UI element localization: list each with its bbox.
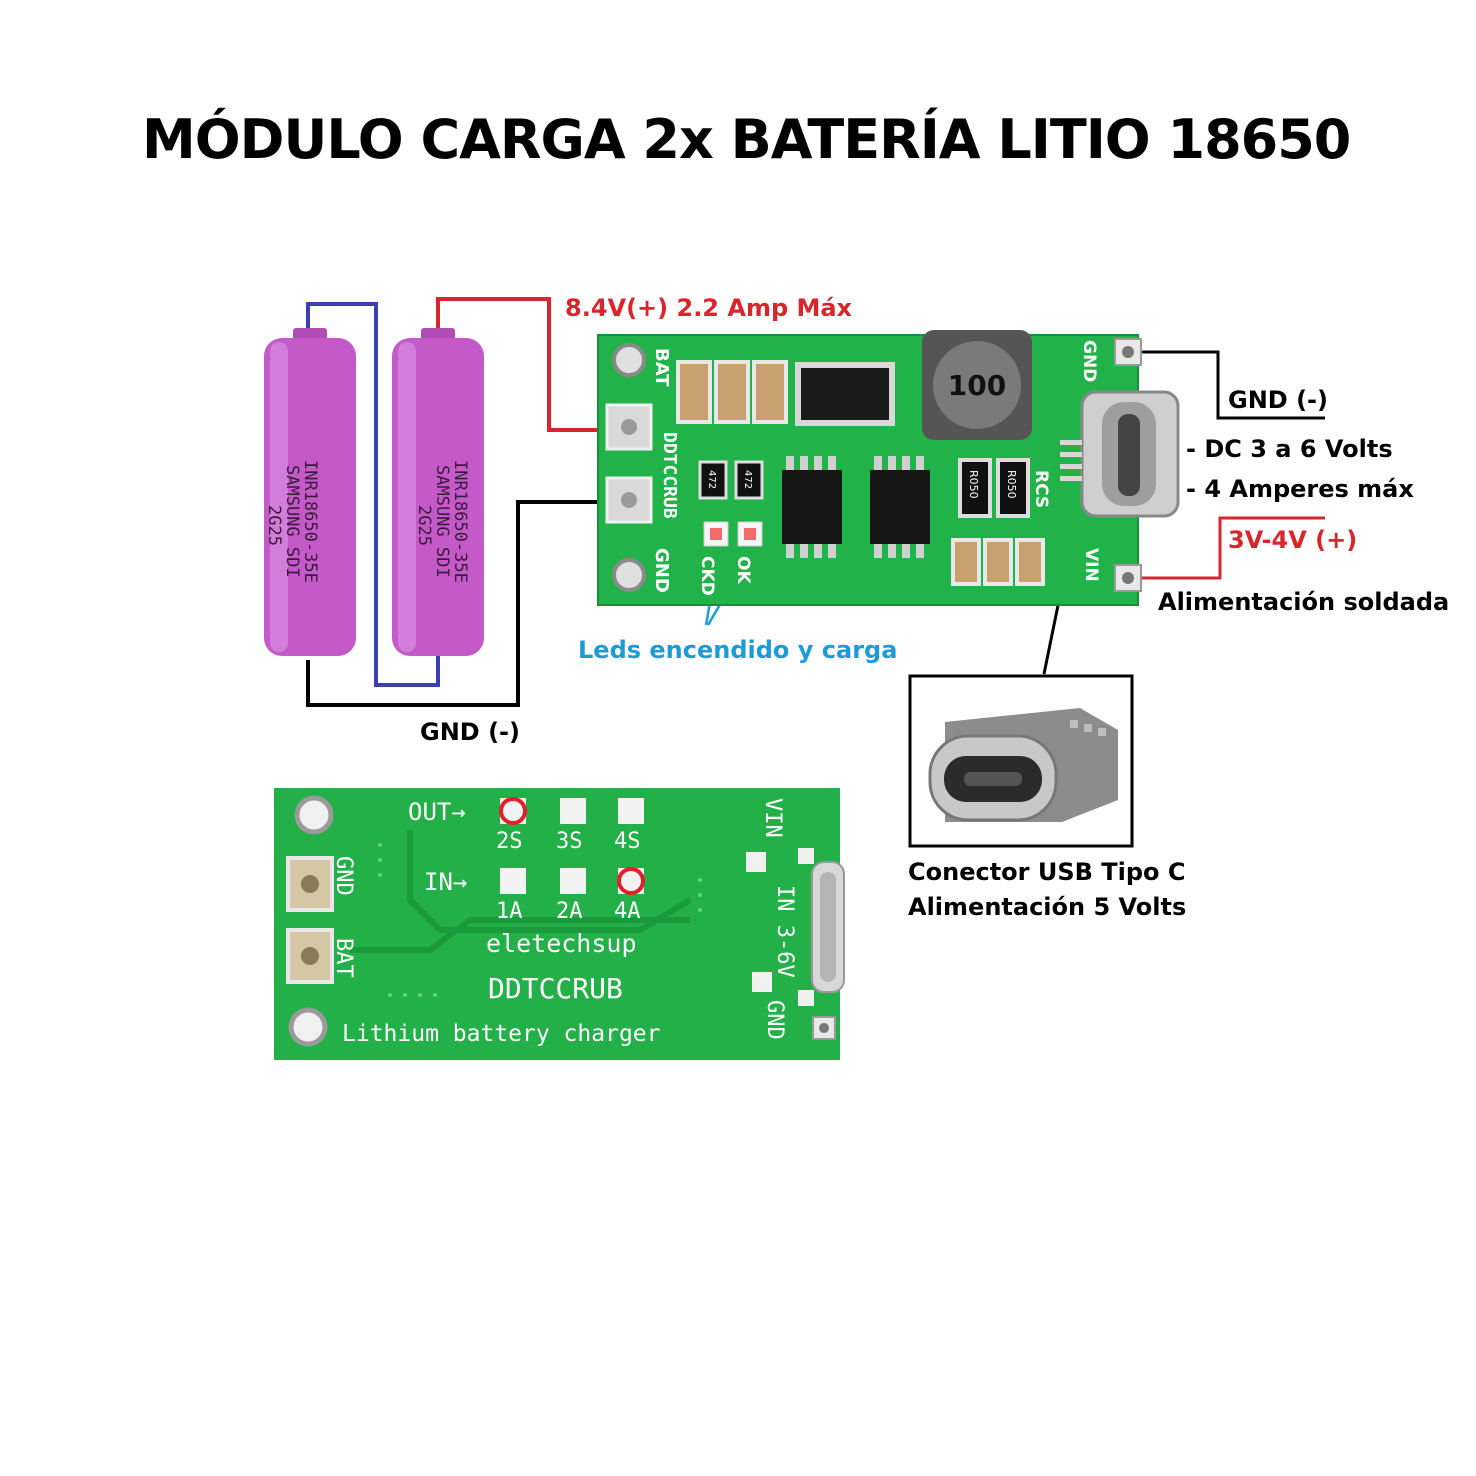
usb-line1-label: Conector USB Tipo C (908, 858, 1186, 886)
mount-hole (288, 1007, 328, 1047)
output-label: 8.4V(+) 2.2 Amp Máx (565, 294, 853, 322)
jumper-1a (500, 868, 526, 894)
label-4s: 4S (614, 829, 641, 854)
label-2s: 2S (496, 829, 523, 854)
positive-wire (436, 297, 630, 432)
battery-1-code: 2G25 (264, 505, 284, 546)
sense-resistor-2-label: R050 (1005, 470, 1018, 499)
desc-label: Lithium battery charger (342, 1021, 661, 1047)
battery-2-brand: SAMSUNG SDI (432, 465, 452, 578)
top-vin-label: VIN (1081, 548, 1101, 582)
jumper-3s (560, 798, 586, 824)
usb-c-callout (908, 674, 1134, 848)
top-bat-label: BAT (651, 348, 672, 387)
jumper-4s (618, 798, 644, 824)
bottom-vin-label: VIN (760, 798, 785, 838)
led-2-label: OK (733, 556, 753, 584)
out-label: OUT→ (408, 798, 466, 826)
inductor-label: 100 (948, 369, 1006, 402)
label-1a: 1A (496, 899, 523, 924)
bottom-gnd-right-label: GND (762, 1000, 787, 1040)
resistor-1-label: 472 (706, 470, 717, 489)
soldered-label: Alimentación soldada (1158, 588, 1450, 616)
battery-gnd-wire (306, 500, 630, 707)
mount-hole (612, 343, 646, 377)
battery-1: INR18650-35E SAMSUNG SDI 2G25 (264, 328, 356, 656)
bottom-model-label: DDTCCRUB (488, 972, 623, 1005)
bottom-board: GND BAT OUT→ 2S 3S 4S IN→ 1A 2A 4A elete… (274, 788, 845, 1060)
top-board: BAT GND DDTCCRUB 100 472 472 CKD OK (597, 330, 1180, 606)
mount-hole (294, 795, 334, 835)
gnd-right-label: GND (-) (1228, 386, 1328, 414)
amps-label: - 4 Amperes máx (1186, 475, 1414, 503)
led-1-label: CKD (697, 556, 717, 596)
top-gnd-right-label: GND (1079, 340, 1099, 382)
label-3s: 3S (556, 829, 583, 854)
usb-line2-label: Alimentación 5 Volts (908, 893, 1187, 921)
jumper-2a (560, 868, 586, 894)
bottom-gnd-label: GND (331, 856, 356, 896)
top-gnd-label: GND (651, 548, 672, 593)
top-model-label: DDTCCRUB (659, 432, 680, 519)
gnd-bottom-label: GND (-) (420, 718, 520, 746)
vin-range-label: 3V-4V (+) (1228, 526, 1358, 554)
label-2a: 2A (556, 899, 583, 924)
in-label: IN→ (424, 868, 467, 896)
brand-label: eletechsup (486, 929, 637, 958)
label-4a: 4A (614, 899, 641, 924)
mount-hole (612, 558, 646, 592)
leds-label: Leds encendido y carga (578, 636, 898, 664)
series-wire (306, 302, 440, 687)
sense-resistor-1-label: R050 (967, 470, 980, 499)
in-range-label: IN 3-6V (772, 885, 797, 978)
battery-1-brand: SAMSUNG SDI (282, 465, 302, 578)
page-title: MÓDULO CARGA 2x BATERÍA LITIO 18650 (142, 108, 1351, 171)
input-vin-wire (1138, 516, 1325, 580)
battery-1-model: INR18650-35E (300, 460, 320, 583)
rcs-label: RCS (1031, 470, 1051, 508)
bottom-bat-label: BAT (331, 938, 356, 978)
input-gnd-wire (1128, 350, 1325, 420)
dc-range-label: - DC 3 a 6 Volts (1186, 435, 1393, 463)
resistor-2-label: 472 (742, 470, 753, 489)
battery-2: INR18650-35E SAMSUNG SDI 2G25 (392, 328, 484, 656)
battery-2-model: INR18650-35E (450, 460, 470, 583)
battery-2-code: 2G25 (414, 505, 434, 546)
